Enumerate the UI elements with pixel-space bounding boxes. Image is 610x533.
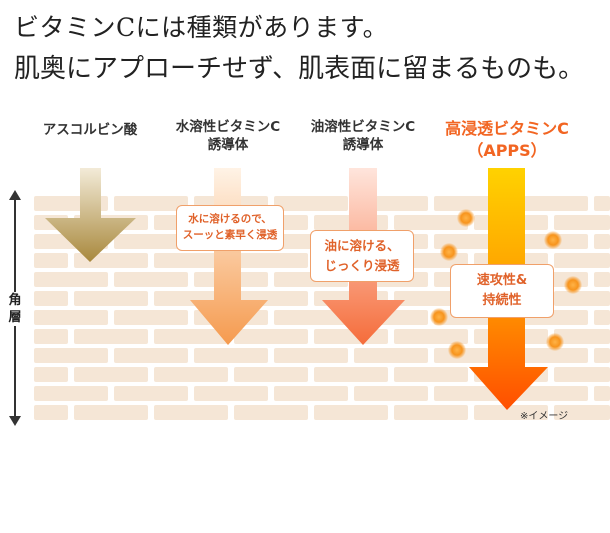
glow-dot-icon [457,209,475,227]
brick [274,386,348,401]
brick [394,215,468,230]
brick [34,348,108,363]
brick [594,234,610,249]
brick [34,405,68,420]
brick [34,291,68,306]
brick [394,291,468,306]
brick [554,405,610,420]
brick [354,348,428,363]
brick [314,367,388,382]
brick [514,348,588,363]
axis-label-stratum-corneum: 角 層 [6,292,24,326]
brick [194,348,268,363]
brick [354,386,428,401]
brown-arrow [45,168,136,262]
brick [594,310,610,325]
brick [554,253,610,268]
axis-down-arrow-icon [9,416,21,426]
brick [74,405,148,420]
brick [114,386,188,401]
brick [554,291,610,306]
brick [554,367,610,382]
callout-water-soluble: 水に溶けるので、 スーッと素早く浸透 [176,205,284,251]
brick [394,329,468,344]
callout-apps: 速攻性& 持続性 [450,264,554,318]
brick [274,196,348,211]
label-oil-soluble: 油溶性ビタミンC 誘導体 [310,119,416,153]
brick [274,310,348,325]
light-orange-arrow [190,168,268,345]
brick [114,272,188,287]
heading-line-2: 肌奥にアプローチせず、肌表面に留まるものも。 [14,54,585,84]
glow-dot-icon [440,243,458,261]
brick [194,386,268,401]
brick [594,196,610,211]
glow-dot-icon [430,308,448,326]
image-note: ※イメージ [520,411,569,422]
brick [234,329,308,344]
glow-dot-icon [544,231,562,249]
brick [474,405,548,420]
brick [554,215,610,230]
brick [154,329,228,344]
callout-oil-soluble: 油に溶ける、 じっくり浸透 [310,230,414,282]
axis-up-arrow-icon [9,190,21,200]
brick [554,329,610,344]
brick [34,310,108,325]
brick [114,348,188,363]
brick [274,348,348,363]
brick [74,367,148,382]
brick [514,196,588,211]
brick [34,272,108,287]
brick [594,348,610,363]
heading-line-1: ビタミンCには種類があります。 [14,13,389,42]
brick [394,367,468,382]
brick [514,386,588,401]
brick [234,253,308,268]
brick [74,291,148,306]
brick [114,196,188,211]
brick [34,329,68,344]
brick [154,253,228,268]
brick [594,272,610,287]
brick [74,329,148,344]
label-apps: 高浸透ビタミンC （APPS） [445,119,569,160]
brick [114,234,188,249]
brick [314,405,388,420]
brick [394,405,468,420]
brick [154,405,228,420]
label-water-soluble: 水溶性ビタミンC 誘導体 [175,119,281,153]
glow-dot-icon [546,333,564,351]
brick [114,310,188,325]
label-ascorbic-acid: アスコルビン酸 [42,122,138,138]
glow-dot-icon [448,341,466,359]
glow-dot-icon [564,276,582,294]
brick [34,386,108,401]
brick [154,367,228,382]
brick [234,367,308,382]
brick [34,367,68,382]
brick [34,253,68,268]
brick [234,405,308,420]
brick [594,386,610,401]
